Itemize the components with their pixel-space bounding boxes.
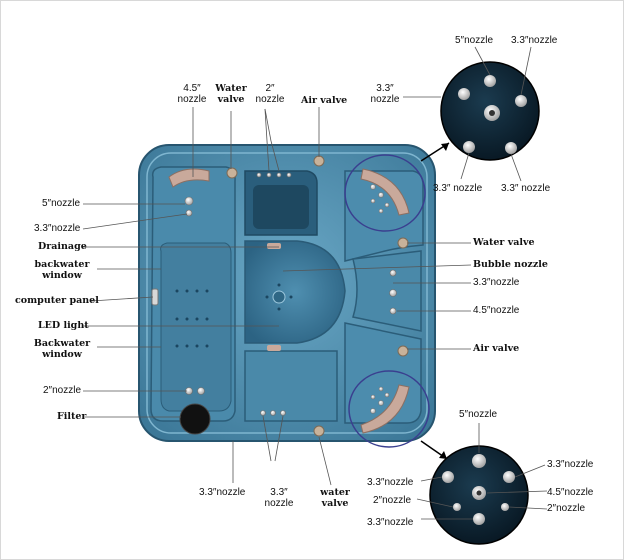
label-detail-bottom-3-3in-nozzle-left: 3.3″nozzle [367, 477, 413, 488]
label-5in-nozzle-left: 5″nozzle [42, 198, 80, 209]
label-detail-top-3-3in-nozzle-left: 3.3″ nozzle [433, 183, 482, 194]
label-2in-nozzle-left: 2″nozzle [43, 385, 81, 396]
label-detail-bottom-2in-nozzle-right: 2″nozzle [547, 503, 585, 514]
label-detail-top-5in-nozzle: 5″nozzle [455, 35, 493, 46]
label-air-valve-right: Air valve [473, 343, 519, 354]
label-filter: Filter [57, 411, 86, 422]
lounger-body [161, 243, 231, 411]
label-3-3in-nozzle-bottom-a: 3.3″nozzle [199, 487, 245, 498]
label-water-valve-right: Water valve [473, 237, 535, 248]
label-4-5in-nozzle-right: 4.5″nozzle [473, 305, 519, 316]
filter-lid [180, 404, 210, 434]
seat-backrest-top [253, 185, 309, 229]
headrest-footwell [267, 243, 281, 249]
label-computer-panel: computer panel [15, 295, 99, 306]
seat-right-lower [345, 323, 421, 423]
water-valve-top [227, 168, 237, 178]
label-backwater-window-upper: backwater window [28, 259, 96, 281]
label-detail-bottom-5in-nozzle: 5″nozzle [459, 409, 497, 420]
label-detail-bottom-3-3in-nozzle-bottom: 3.3″nozzle [367, 517, 413, 528]
air-valve-top [314, 156, 324, 166]
label-detail-bottom-2in-nozzle-left: 2″nozzle [373, 495, 411, 506]
footwell [245, 241, 345, 343]
label-backwater-window-lower: Backwater window [28, 338, 96, 360]
water-valve-bottom [314, 426, 324, 436]
label-led-light: LED light [38, 320, 89, 331]
label-water-valve-bottom: water valve [315, 487, 355, 509]
label-air-valve-top: Air valve [301, 95, 347, 106]
label-3-3in-nozzle-left: 3.3″nozzle [34, 223, 80, 234]
label-4-5in-nozzle-top: 4.5″ nozzle [169, 83, 215, 105]
seat-bottom [245, 351, 337, 421]
water-valve-right [398, 238, 408, 248]
headrest-footwell-lower [267, 345, 281, 351]
label-drainage: Drainage [38, 241, 87, 252]
seat-right-mid [353, 251, 421, 331]
label-detail-bottom-4-5in-nozzle: 4.5″nozzle [547, 487, 593, 498]
label-3-3in-nozzle-top: 3.3″ nozzle [365, 83, 405, 105]
label-3-3in-nozzle-right: 3.3″nozzle [473, 277, 519, 288]
label-bubble-nozzle: Bubble nozzle [473, 259, 548, 270]
air-valve-right [398, 346, 408, 356]
label-water-valve-top: Water valve [213, 83, 249, 105]
floor-drain [273, 291, 285, 303]
label-detail-top-3-3in-nozzle: 3.3″nozzle [511, 35, 557, 46]
label-detail-top-3-3in-nozzle-right: 3.3″ nozzle [501, 183, 550, 194]
label-2in-nozzle-top: 2″ nozzle [253, 83, 287, 105]
label-3-3in-nozzle-bottom-b: 3.3″ nozzle [257, 487, 301, 509]
label-detail-bottom-3-3in-nozzle-right: 3.3″nozzle [547, 459, 593, 470]
